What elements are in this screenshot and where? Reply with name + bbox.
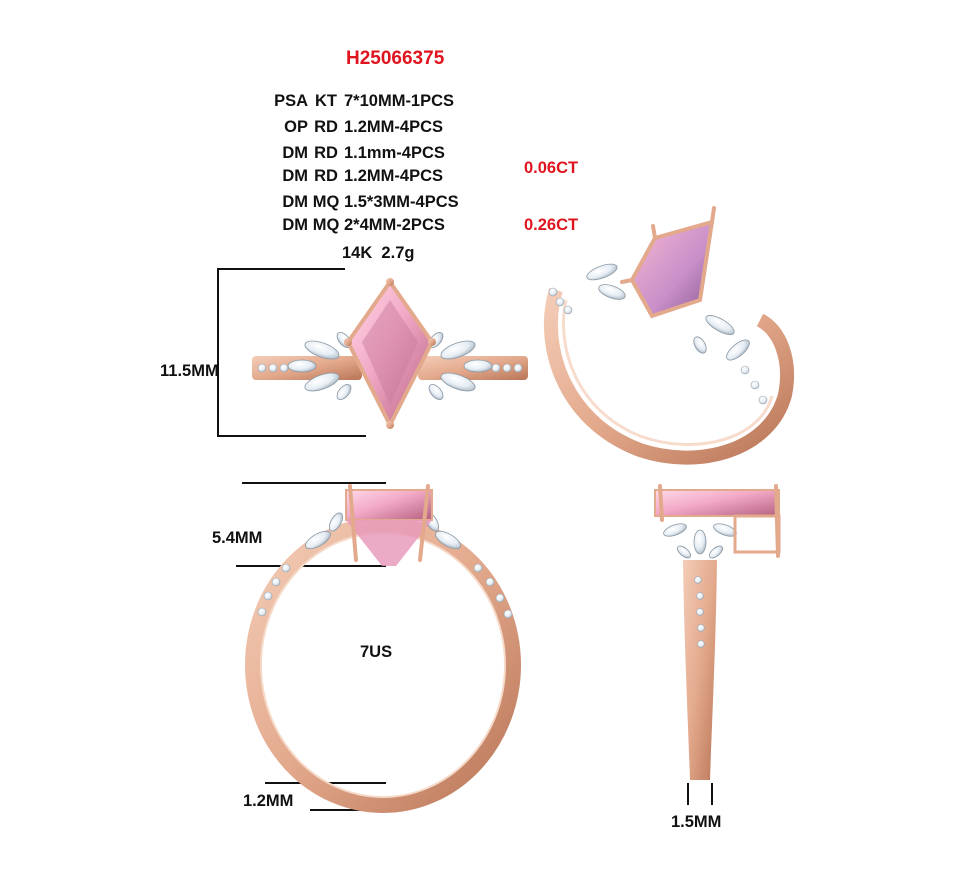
carat-total-rd: 0.06CT [524, 159, 579, 177]
spec-cut: RD [314, 167, 338, 185]
top-height-bracket [217, 268, 366, 437]
edge-pave [694, 576, 705, 648]
spec-cut: RD [314, 144, 338, 162]
spec-row-psa: PSA KT 7*10MM-1PCS [262, 92, 454, 111]
perspective-kite-stone [629, 219, 715, 319]
perspective-view-ring [543, 206, 795, 465]
side-center-stone [345, 489, 433, 521]
product-code: H25066375 [346, 48, 445, 69]
ring-size-label: 7US [360, 643, 393, 661]
spec-size: 1.2MM-4PCS [344, 167, 444, 185]
spec-row-dm-rd-1: DM RD 1.1mm-4PCS [262, 144, 445, 163]
side-prongs [348, 484, 430, 562]
spec-size: 1.5*3MM-4PCS [344, 193, 459, 211]
side-stone-pavilion [346, 520, 432, 566]
spec-size: 1.2MM-4PCS [344, 118, 444, 136]
shank-inner-line [260, 532, 506, 798]
dimension-lines [217, 268, 713, 811]
side-pave [257, 563, 513, 619]
pave-stones-left [257, 363, 289, 373]
spec-type: DM [282, 167, 308, 185]
dimension-top-height: 11.5MM [160, 362, 219, 380]
spec-cut: RD [314, 118, 338, 136]
pave-stones-right [491, 363, 523, 373]
spec-cut: MQ [312, 216, 340, 234]
spec-type: DM [282, 193, 308, 211]
perspective-band [543, 287, 795, 465]
spec-size: 2*4MM-2PCS [344, 216, 445, 234]
top-view-ring [252, 278, 528, 430]
perspective-marquise [586, 263, 750, 361]
spec-row-op: OP RD 1.2MM-4PCS [262, 118, 443, 137]
metal-weight: 14K 2.7g [342, 244, 415, 262]
dimension-band-width: 1.5MM [671, 813, 722, 831]
edge-marquise [663, 523, 737, 559]
spec-type: DM [282, 216, 308, 234]
edge-shank [683, 560, 717, 780]
perspective-band-inner [562, 299, 774, 447]
perspective-prongs [620, 206, 716, 284]
edge-center-stone [654, 489, 780, 517]
perspective-pave [548, 287, 768, 405]
carat-total-mq: 0.26CT [524, 216, 579, 234]
spec-size: 1.1mm-4PCS [344, 144, 445, 162]
stone-prongs [344, 278, 436, 429]
edge-view-ring [654, 484, 781, 780]
spec-type: PSA [274, 92, 308, 110]
side-profile-ring [245, 484, 521, 813]
spec-type: DM [282, 144, 308, 162]
spec-cut: MQ [312, 193, 340, 211]
spec-row-dm-rd-2: DM RD 1.2MM-4PCS [262, 167, 443, 186]
kite-stone-facet [362, 300, 418, 405]
dimension-band-thickness: 1.2MM [243, 792, 294, 810]
dimension-side-height: 5.4MM [212, 529, 263, 547]
spec-size: 7*10MM-1PCS [344, 92, 455, 110]
edge-basket [733, 514, 781, 554]
spec-cut: KT [315, 92, 337, 110]
spec-type: OP [284, 118, 308, 136]
edge-prongs [658, 484, 780, 558]
